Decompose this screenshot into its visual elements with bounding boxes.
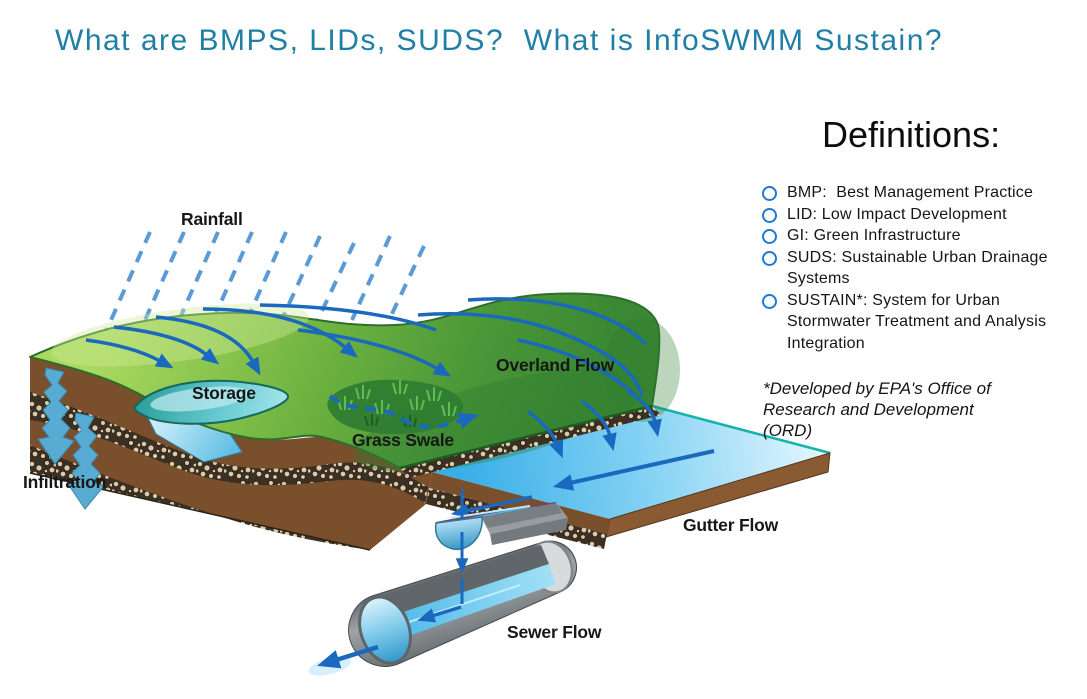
list-item: BMP: Best Management Practice	[760, 182, 1087, 204]
pipe-outflow-arrow	[317, 644, 379, 669]
label-grass-swale: Grass Swale	[352, 430, 454, 450]
label-sewer-flow: Sewer Flow	[507, 622, 602, 642]
inlet-channel	[434, 502, 568, 551]
land-block	[29, 292, 680, 551]
bullet-circle-icon	[762, 293, 777, 309]
bullet-circle-icon	[762, 207, 777, 223]
gutter-flow-arrows	[450, 389, 715, 518]
bullet-circle-icon	[762, 186, 777, 201]
edge-gravel-strip	[400, 406, 661, 478]
drop-connectors	[417, 489, 469, 623]
definition-text: BMP: Best Management Practice	[787, 184, 1034, 201]
definition-text: SUDS: Sustainable Urban Drainage Systems	[787, 248, 1053, 288]
label-rainfall: Rainfall	[181, 209, 243, 229]
list-item: SUSTAIN*: System for Urban Stormwater Tr…	[760, 290, 1087, 355]
slide-title: What are BMPS, LIDs, SUDS? What is InfoS…	[55, 24, 944, 57]
definitions-panel: Definitions: BMP: Best Management Practi…	[760, 114, 1087, 441]
label-storage: Storage	[192, 383, 256, 403]
definition-text: LID: Low Impact Development	[787, 205, 1007, 223]
label-gutter-flow: Gutter Flow	[683, 515, 779, 535]
gravel-band-upper	[30, 392, 428, 503]
swale-flow-dashed-arrow	[328, 394, 479, 429]
epa-footnote: *Developed by EPA's Office of Research a…	[763, 379, 991, 440]
list-item: GI: Green Infrastructure	[760, 225, 1087, 247]
sewer-pipe	[308, 540, 577, 676]
infiltration-arrows	[37, 367, 105, 510]
list-item: LID: Low Impact Development	[760, 204, 1087, 226]
label-overland-flow: Overland Flow	[496, 355, 614, 375]
list-item: SUDS: Sustainable Urban Drainage Systems	[760, 247, 1087, 290]
bullet-circle-icon	[762, 229, 777, 244]
label-infiltration: Infiltration	[23, 472, 107, 492]
definitions-list: BMP: Best Management Practice LID: Low I…	[760, 182, 1087, 354]
grass-swale-patch	[327, 379, 479, 435]
definition-text: SUSTAIN*: System for Urban Stormwater Tr…	[787, 291, 1051, 352]
definitions-heading: Definitions:	[822, 114, 1001, 155]
overland-flow-arrows	[85, 297, 648, 397]
bullet-circle-icon	[762, 250, 777, 266]
definition-text: GI: Green Infrastructure	[787, 227, 961, 244]
storage-pond	[133, 379, 289, 425]
